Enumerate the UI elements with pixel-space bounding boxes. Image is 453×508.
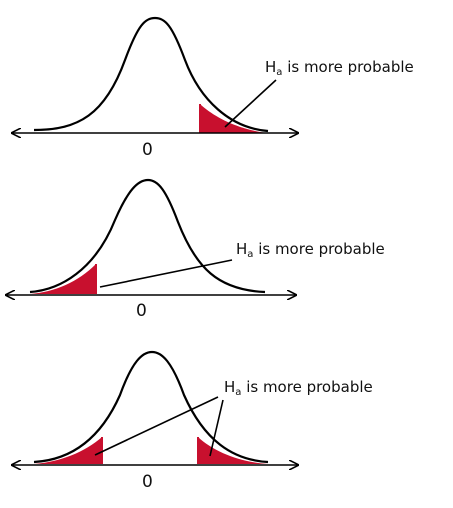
normal-curve [33,350,269,464]
panel-left-tailed: 0 Ha is more probable [6,178,385,321]
right-tail-region [198,437,268,464]
left-tail-region [30,264,96,294]
annotation-pointer [224,79,277,128]
annotation-pointer-left [94,396,219,456]
normal-curve [29,178,266,294]
zero-label: 0 [142,140,153,160]
annotation-text: Ha is more probable [265,58,414,78]
annotation-pointer-right [209,399,224,457]
panel-two-tailed: 0 Ha is more probable [12,350,373,492]
annotation-text: Ha is more probable [224,378,373,398]
zero-label: 0 [136,301,147,321]
annotation-pointer [99,259,233,288]
left-tail-region [34,437,102,464]
annotation-text: Ha is more probable [236,240,385,260]
normal-curve [33,16,269,133]
panel-right-tailed: 0 Ha is more probable [12,16,414,160]
right-tail-region [200,104,268,133]
zero-label: 0 [142,472,153,492]
